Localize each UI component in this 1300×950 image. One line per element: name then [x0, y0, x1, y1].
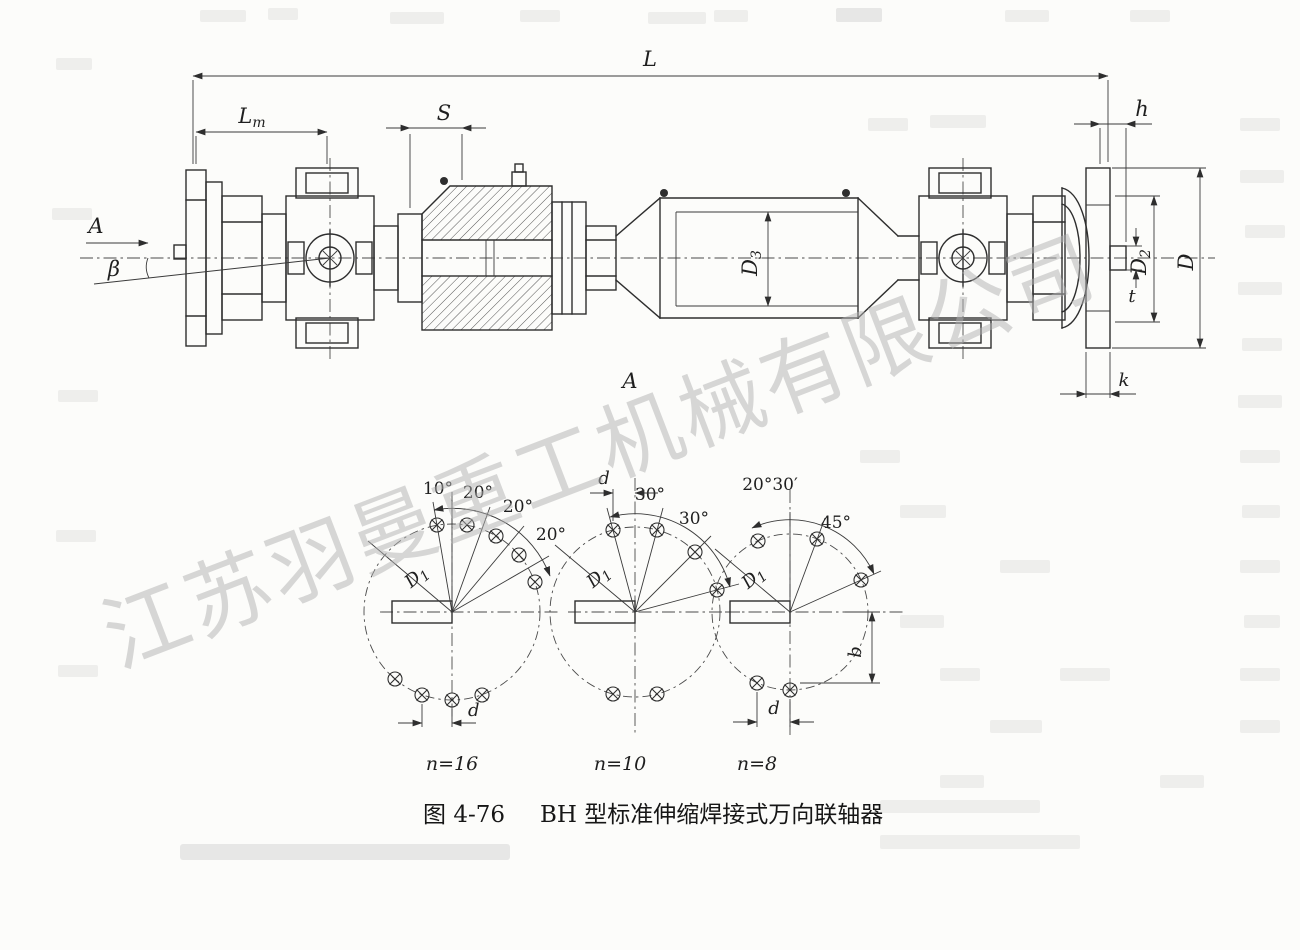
- angle-label: 20°30′: [742, 475, 798, 495]
- bolt-hole: [527, 574, 543, 590]
- right-flange: [1006, 167, 1127, 349]
- dim-label-D2: D2: [1127, 249, 1154, 276]
- grease-fitting: [511, 171, 527, 187]
- dim-label-b: b: [845, 646, 866, 658]
- dim-label-k: k: [1119, 370, 1130, 391]
- bolt-hole: [511, 547, 527, 563]
- bleed-through-smudges: [52, 8, 1285, 860]
- figure-caption: 图 4-76 BH 型标准伸缩焊接式万向联轴器: [423, 802, 883, 828]
- dim-label-L: L: [642, 47, 657, 71]
- bolt-hole: [387, 671, 403, 687]
- dim-label-S: S: [437, 101, 451, 125]
- coupling-main-view: [173, 163, 1127, 349]
- hole-count-label: n=8: [737, 753, 777, 775]
- dim-label-h: h: [1135, 97, 1149, 121]
- main-view-dimensions: L Lm S h A β D3 D2: [86, 47, 1206, 398]
- dim-label-d: d: [598, 468, 610, 489]
- angle-label: 30°: [679, 509, 709, 529]
- left-flange: [173, 169, 263, 347]
- bolt-circle: [549, 526, 721, 698]
- angle-label: 10°: [423, 479, 453, 499]
- dim-label-D3: D3: [738, 250, 765, 277]
- dim-label-D1: D1: [737, 562, 771, 596]
- weld-dot: [440, 177, 448, 185]
- bolt-hole: [605, 686, 621, 702]
- angle-label: 45°: [821, 513, 851, 533]
- spline-sleeve: [373, 163, 617, 331]
- company-watermark: 江苏羽曼重工机械有限公司: [90, 217, 1111, 687]
- dim-label-D: D: [1174, 253, 1198, 271]
- dim-label-d: d: [468, 700, 480, 721]
- dim-label-t: t: [1128, 286, 1136, 307]
- pilot-spigot: [1109, 245, 1127, 271]
- dim-label-Lm: Lm: [237, 104, 265, 131]
- bolt-diagram-n16: 10° 20° 20° 20° D1 d n=16: [363, 479, 566, 775]
- angle-label: 20°: [503, 497, 533, 517]
- angle-label: 20°: [463, 483, 493, 503]
- weld-dot: [660, 189, 668, 197]
- dished-cap-inner: [1061, 203, 1081, 313]
- dished-cap-outer: [1061, 187, 1090, 329]
- figure-number: 图 4-76: [423, 802, 505, 828]
- view-direction-arrow-label: A: [86, 214, 103, 238]
- dim-label-d: d: [768, 698, 780, 719]
- angle-label: 20°: [536, 525, 566, 545]
- dim-label-D1: D1: [582, 561, 616, 595]
- tube: [615, 189, 920, 319]
- angle-label-beta: β: [107, 257, 120, 281]
- hole-count-label: n=16: [426, 753, 478, 775]
- figure-title: BH 型标准伸缩焊接式万向联轴器: [540, 802, 883, 828]
- bolt-diagram-n8: 20°30′ 45° D1 b d n=8: [711, 475, 905, 775]
- bolt-hole: [649, 686, 665, 702]
- hole-count-label: n=10: [594, 753, 646, 775]
- section-label-A: A: [620, 369, 637, 393]
- bolt-hole: [749, 675, 765, 691]
- weld-dot: [842, 189, 850, 197]
- bolt-diagram-n10: 30° 30° D1 d n=10: [549, 468, 740, 775]
- bolt-hole: [414, 687, 430, 703]
- bolt-hole: [750, 533, 766, 549]
- right-universal-joint: [918, 167, 1008, 349]
